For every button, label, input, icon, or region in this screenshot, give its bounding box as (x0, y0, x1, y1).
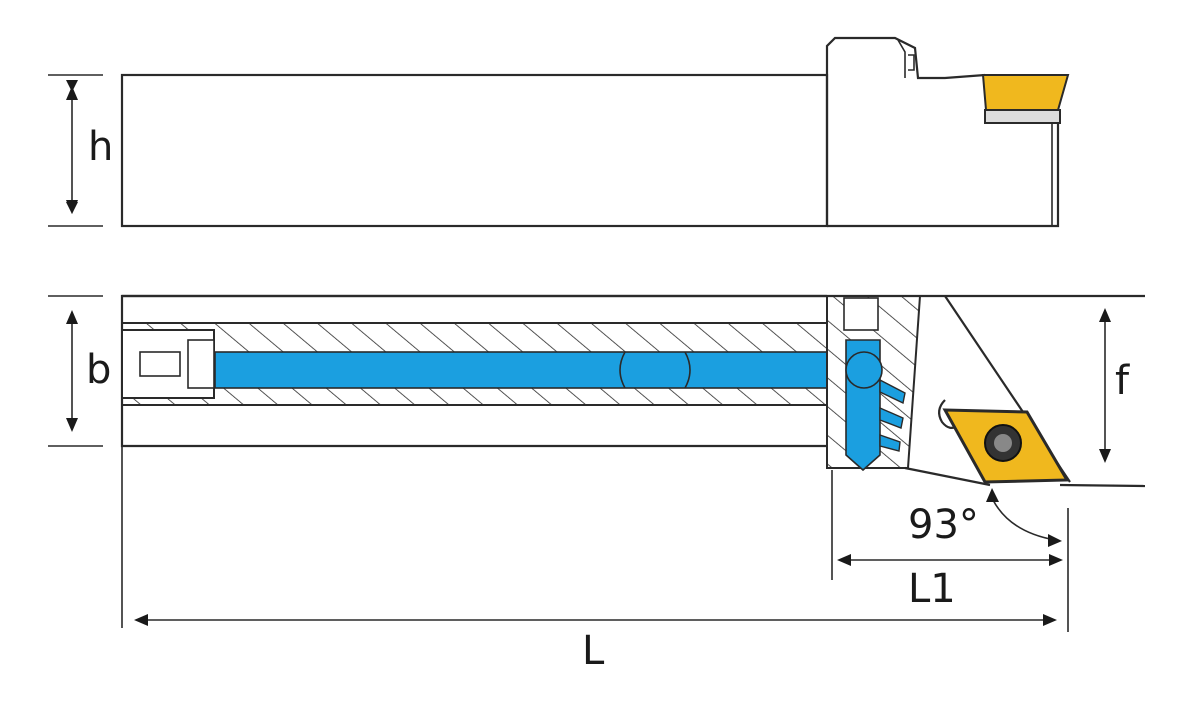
shank-side (120, 73, 829, 228)
label-angle: 93° (908, 502, 979, 548)
insert-side (981, 74, 1070, 111)
torx-icon (994, 434, 1012, 452)
top-view (120, 36, 1070, 228)
shim-side (984, 109, 1061, 124)
plug-head (139, 351, 181, 377)
dimension-angle: 93° (908, 488, 1062, 548)
clamp-screw (897, 39, 915, 78)
head-side-outline (825, 36, 986, 226)
label-b: b (86, 347, 111, 393)
dimension-f: f (1099, 308, 1130, 463)
label-f: f (1115, 358, 1130, 404)
head-bottom (827, 122, 1060, 228)
label-l1: L1 (908, 566, 956, 612)
label-l: L (582, 628, 605, 674)
plan-view (120, 294, 1146, 488)
dimension-h: h (48, 74, 113, 227)
dimension-l: L (121, 446, 1057, 674)
workpiece-line (1059, 483, 1146, 488)
coolant-outlets (879, 378, 906, 452)
dimension-l1: L1 (831, 470, 1069, 632)
coolant-channel (214, 351, 828, 389)
channel-joint (619, 351, 691, 389)
dimension-b: b (48, 295, 111, 447)
label-h: h (88, 124, 113, 170)
head-bottom-edge (904, 466, 991, 487)
coolant-ball (845, 351, 883, 389)
plug-seal (187, 339, 215, 389)
head-screw (843, 297, 879, 331)
